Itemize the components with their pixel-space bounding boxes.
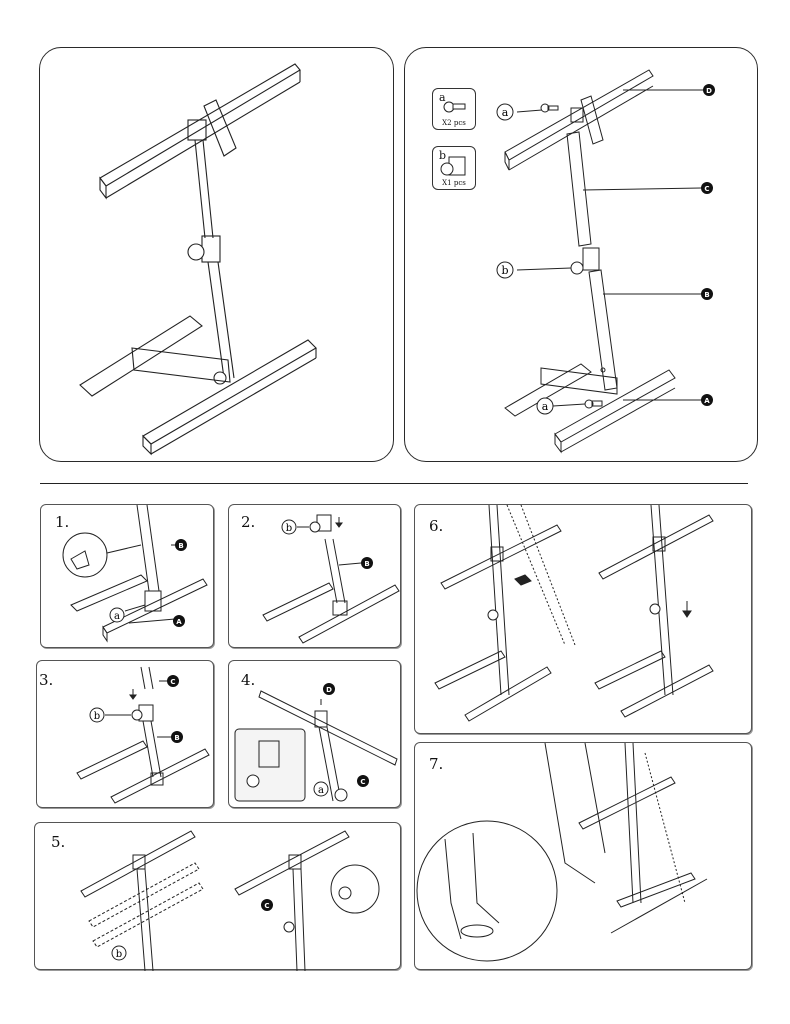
- step-7-panel: 7.: [414, 742, 752, 970]
- part-a-qty: X2 pcs: [442, 119, 466, 127]
- svg-text:b: b: [501, 264, 508, 277]
- step-2-panel: 2. b B: [228, 504, 401, 648]
- part-a-letter: a: [439, 91, 446, 104]
- part-b-letter: b: [439, 149, 447, 162]
- clamp-knob-icon: [440, 156, 466, 176]
- svg-text:D: D: [706, 87, 712, 95]
- step-2-callout-b: b: [281, 519, 297, 535]
- step-1-callout-A: A: [173, 615, 185, 627]
- svg-text:D: D: [326, 686, 332, 694]
- step-3-drawing: b C B: [76, 666, 210, 804]
- step-4-number: 4.: [241, 671, 256, 689]
- step-4-callout-a: a: [313, 781, 329, 797]
- callout-A: A: [701, 394, 713, 406]
- part-a-box: a X2 pcs: [432, 88, 476, 130]
- svg-text:a: a: [114, 611, 120, 622]
- step-3-number: 3.: [39, 671, 54, 689]
- step-3-panel: 3. b C B: [36, 660, 214, 808]
- svg-text:B: B: [174, 734, 179, 742]
- svg-text:A: A: [704, 397, 710, 405]
- step-1-number: 1.: [55, 513, 70, 531]
- step-3-callout-b: b: [89, 707, 105, 723]
- step-3-callout-C: C: [167, 675, 179, 687]
- step-2-callout-B: B: [361, 557, 373, 569]
- svg-text:b: b: [94, 711, 100, 722]
- svg-text:B: B: [364, 560, 369, 568]
- step-3-callout-B: B: [171, 731, 183, 743]
- exploded-parts-panel: a X2 pcs b X1 pcs: [404, 47, 758, 462]
- assembled-stand-panel: [39, 47, 394, 462]
- knob-screw-icon: [443, 101, 466, 113]
- callout-a-top: a: [496, 103, 514, 121]
- exploded-parts-drawing: a b a D C B A: [496, 69, 715, 454]
- step-1-callout-a: a: [109, 607, 125, 623]
- assembled-stand-drawing: [79, 63, 317, 456]
- part-b-qty: X1 pcs: [442, 179, 466, 187]
- step-5-number: 5.: [51, 833, 66, 851]
- step-7-drawing: [416, 742, 708, 962]
- step-6-drawing: [434, 504, 714, 722]
- svg-text:C: C: [170, 678, 175, 686]
- svg-text:a: a: [542, 400, 549, 413]
- step-5-drawing: b C: [80, 830, 380, 972]
- step-4-callout-D: D: [323, 683, 335, 695]
- step-1-panel: 1. a B A: [40, 504, 214, 648]
- svg-text:b: b: [116, 949, 122, 960]
- step-4-callout-C: C: [357, 775, 369, 787]
- svg-text:A: A: [176, 618, 182, 626]
- step-2-drawing: b B: [262, 514, 400, 644]
- part-b-box: b X1 pcs: [432, 146, 476, 190]
- svg-text:C: C: [360, 778, 365, 786]
- step-2-number: 2.: [241, 513, 256, 531]
- callout-C: C: [701, 182, 713, 194]
- step-7-number: 7.: [429, 755, 444, 773]
- callout-a-bottom: a: [536, 397, 554, 415]
- step-6-panel: 6.: [414, 504, 752, 734]
- step-5-panel: 5. b C: [34, 822, 401, 972]
- step-4-panel: 4. a D C: [228, 660, 401, 808]
- step-5-callout-C: C: [261, 899, 273, 911]
- svg-text:C: C: [264, 902, 269, 910]
- section-divider: [40, 483, 748, 484]
- svg-text:B: B: [178, 542, 183, 550]
- step-4-drawing: a D C: [234, 683, 398, 802]
- svg-text:b: b: [286, 523, 292, 534]
- callout-b: b: [496, 261, 514, 279]
- svg-text:B: B: [704, 291, 709, 299]
- step-1-drawing: a B A: [62, 504, 208, 643]
- svg-text:a: a: [318, 785, 324, 796]
- step-6-number: 6.: [429, 517, 444, 535]
- svg-text:a: a: [502, 106, 509, 119]
- svg-text:C: C: [704, 185, 709, 193]
- callout-D: D: [703, 84, 715, 96]
- step-1-callout-B: B: [175, 539, 187, 551]
- callout-B: B: [701, 288, 713, 300]
- step-5-callout-b: b: [111, 945, 127, 961]
